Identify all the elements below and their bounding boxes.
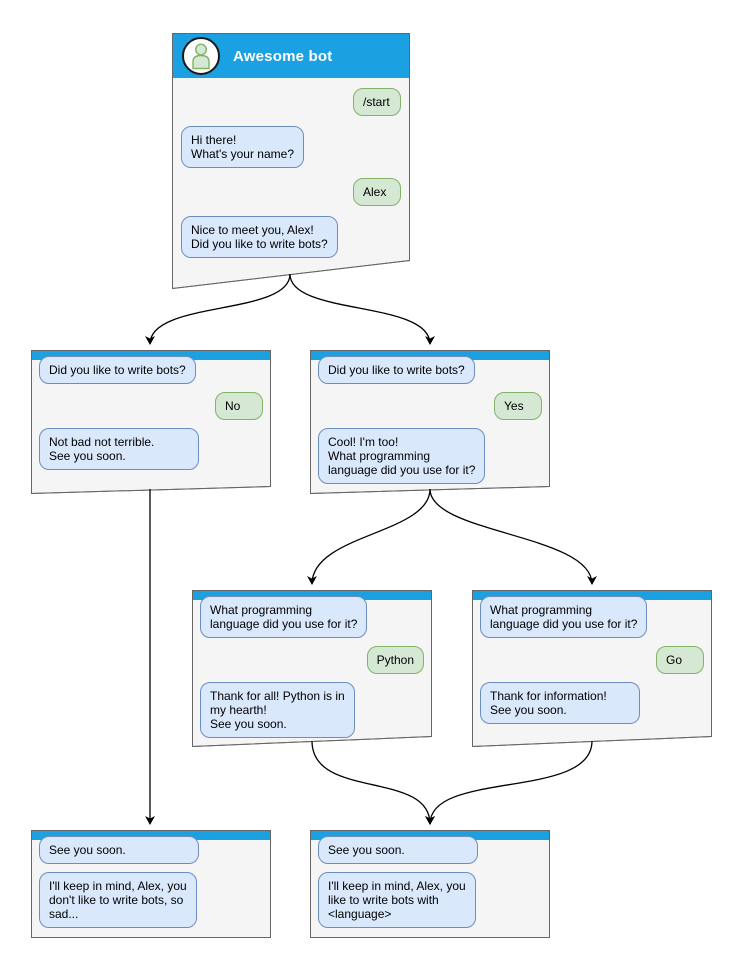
bot-message-bubble: Did you like to write bots? (39, 356, 196, 384)
edge-lang-python-to-end-yes (311, 740, 435, 825)
chat-window-end-no: See you soon. I'll keep in mind, Alex, y… (31, 830, 271, 938)
bot-message-bubble: What programming language did you use fo… (480, 596, 648, 638)
bot-message-bubble: Did you like to write bots? (318, 356, 475, 384)
window-header: Awesome bot (173, 34, 409, 78)
edge-lang-go-to-end-yes (425, 740, 593, 825)
user-message-bubble: Yes (494, 392, 542, 420)
chat-window-end-yes: See you soon. I'll keep in mind, Alex, y… (310, 830, 550, 938)
user-message-bubble: Alex (353, 178, 401, 206)
bot-message-bubble: I'll keep in mind, Alex, you don't like … (39, 872, 197, 928)
bot-message-bubble: Thank for all! Python is in my hearth! S… (200, 682, 355, 738)
chat-window-main: Awesome bot /start Hi there! What's your… (172, 33, 410, 289)
bot-message-bubble: See you soon. (318, 836, 478, 864)
bot-message-bubble: See you soon. (39, 836, 199, 864)
bot-message-bubble: Hi there! What's your name? (181, 126, 305, 168)
user-message-bubble: Go (656, 646, 704, 674)
user-message-bubble: /start (353, 88, 401, 116)
bot-message-bubble: Nice to meet you, Alex! Did you like to … (181, 216, 338, 258)
window-title: Awesome bot (233, 47, 333, 65)
bot-message-bubble: Not bad not terrible. See you soon. (39, 428, 199, 470)
bot-message-bubble: Cool! I'm too! What programming language… (318, 428, 486, 484)
user-message-bubble: Python (366, 646, 424, 674)
user-message-bubble: No (215, 392, 263, 420)
chat-window-lang-python: What programming language did you use fo… (192, 590, 432, 747)
chat-window-branch-no: Did you like to write bots? No Not bad n… (31, 350, 271, 494)
edge-branch-yes-to-lang-go (429, 488, 597, 585)
bot-message-bubble: I'll keep in mind, Alex, you like to wri… (318, 872, 476, 928)
person-icon (192, 43, 210, 70)
bot-message-bubble: Thank for information! See you soon. (480, 682, 640, 724)
bot-message-bubble: What programming language did you use fo… (200, 596, 368, 638)
edge-branch-yes-to-lang-python (307, 488, 431, 585)
chat-window-branch-yes: Did you like to write bots? Yes Cool! I'… (310, 350, 550, 494)
avatar (182, 37, 220, 75)
chat-window-lang-go: What programming language did you use fo… (472, 590, 712, 747)
